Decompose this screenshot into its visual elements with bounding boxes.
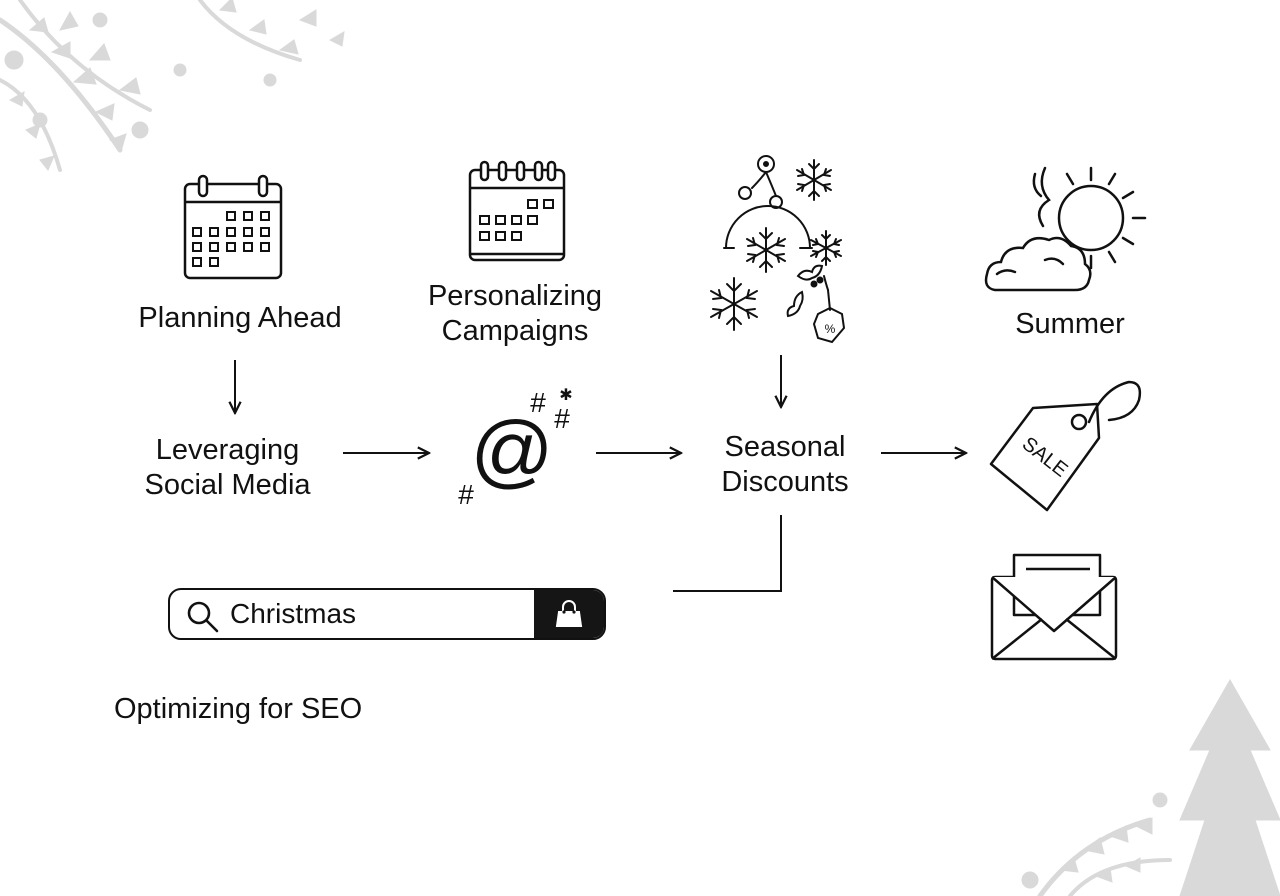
winter-holiday-icons: % (710, 155, 846, 344)
discount-ornament-icon (812, 289, 846, 344)
search-icon (187, 601, 219, 633)
hashtag-symbol: # (458, 479, 474, 510)
at-hashtag-icon: @ # # # ✱ (458, 385, 572, 510)
node-label-line: Personalizing (427, 280, 603, 312)
node-label-summer: Summer (1015, 308, 1125, 340)
node-label-line: Campaigns (441, 315, 589, 347)
dome-icon (725, 205, 811, 249)
envelope-icon (990, 553, 1118, 661)
search-input: Christmas (230, 598, 357, 629)
sparkle-symbol: ✱ (559, 385, 572, 404)
shopping-bag-icon (555, 600, 583, 627)
holly-icon (786, 264, 829, 318)
snowflake-icon (710, 277, 758, 331)
snowflake-icon (810, 230, 842, 266)
node-label-leveraging-social-media: Leveraging Social Media (120, 433, 335, 503)
sale-tag-icon: SALE (989, 380, 1142, 512)
calendar-icon (183, 174, 283, 280)
node-label-line: Leveraging (155, 434, 300, 466)
ornament-icon (738, 155, 783, 209)
node-label-personalizing-campaigns: Personalizing Campaigns (400, 279, 630, 349)
node-label-line: Discounts (721, 466, 849, 498)
sun-cloud-icon (984, 166, 1147, 292)
node-label-optimizing-for-seo: Optimizing for SEO (114, 693, 363, 725)
hashtag-symbol: # (554, 403, 570, 434)
search-bar: Christmas (168, 588, 606, 640)
at-symbol: @ (470, 405, 553, 496)
snowflake-icon (796, 159, 832, 201)
node-label-seasonal-discounts: Seasonal Discounts (690, 430, 880, 500)
hashtag-symbol: # (530, 387, 546, 418)
calendar-icon (468, 160, 566, 262)
node-label-planning-ahead: Planning Ahead (138, 302, 342, 334)
ornament-percent-text: % (825, 322, 836, 336)
search-button (534, 590, 604, 638)
snowflake-icon (746, 227, 786, 273)
sale-tag-text: SALE (1018, 433, 1072, 482)
node-label-line: Social Media (144, 469, 311, 501)
node-label-line: Seasonal (724, 431, 846, 463)
connector-seasonal-to-seo (673, 515, 782, 592)
